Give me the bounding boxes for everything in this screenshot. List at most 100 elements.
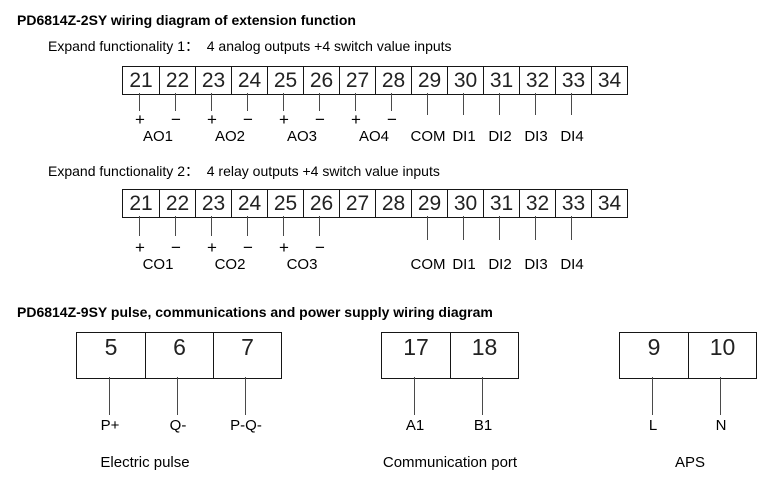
co1-label: CO1 bbox=[142, 256, 174, 273]
electric-pulse-caption: Electric pulse bbox=[100, 454, 190, 471]
connector-line bbox=[109, 377, 110, 415]
terminal-cell: 26 bbox=[303, 190, 339, 217]
connector-line bbox=[319, 216, 320, 236]
terminal-strip-relay: 21 22 23 24 25 26 27 28 29 30 31 32 33 3… bbox=[122, 189, 628, 218]
terminal-cell: 29 bbox=[411, 190, 447, 217]
title-extension-function: PD6814Z-2SY wiring diagram of extension … bbox=[17, 12, 356, 28]
connector-line bbox=[247, 93, 248, 111]
minus-mark: − bbox=[243, 110, 253, 129]
connector-line bbox=[499, 93, 500, 115]
connector-line bbox=[283, 93, 284, 111]
connector-line bbox=[482, 377, 483, 415]
co3-label: CO3 bbox=[286, 256, 318, 273]
plus-mark: + bbox=[279, 238, 289, 257]
ao2-label: AO2 bbox=[214, 128, 245, 145]
aps-caption: APS bbox=[674, 454, 705, 471]
connector-line bbox=[175, 216, 176, 236]
connector-line bbox=[499, 216, 500, 240]
terminal-cell: 32 bbox=[519, 67, 555, 94]
plus-mark: + bbox=[351, 110, 361, 129]
terminal-cell: 28 bbox=[375, 190, 411, 217]
terminal-cell: 21 bbox=[129, 68, 153, 92]
ao1-label: AO1 bbox=[142, 128, 173, 145]
connector-line bbox=[139, 216, 140, 236]
connector-line bbox=[463, 93, 464, 115]
di2-label: DI2 bbox=[488, 128, 512, 145]
terminal-cell: 25 bbox=[267, 67, 303, 94]
terminal-cell: 6 bbox=[145, 333, 213, 378]
di2-label: DI2 bbox=[488, 256, 512, 273]
di1-label: DI1 bbox=[452, 128, 476, 145]
plus-mark: + bbox=[135, 238, 145, 257]
terminal-cell: 5 bbox=[104, 334, 118, 360]
connector-line bbox=[427, 216, 428, 240]
terminal-block-electric-pulse: 5 6 7 bbox=[76, 332, 282, 379]
connector-line bbox=[463, 216, 464, 240]
terminal-cell: 34 bbox=[591, 190, 627, 217]
terminal-cell: 30 bbox=[447, 190, 483, 217]
co2-label: CO2 bbox=[214, 256, 246, 273]
terminal-cell: 25 bbox=[267, 190, 303, 217]
connector-line bbox=[245, 377, 246, 415]
ao4-label: AO4 bbox=[358, 128, 389, 145]
terminal-cell: 18 bbox=[450, 333, 518, 378]
terminal-cell: 32 bbox=[519, 190, 555, 217]
connector-line bbox=[391, 93, 392, 111]
a1-label: A1 bbox=[405, 417, 425, 434]
plus-mark: + bbox=[207, 110, 217, 129]
b1-label: B1 bbox=[473, 417, 493, 434]
connector-line bbox=[319, 93, 320, 111]
terminal-cell: 30 bbox=[447, 67, 483, 94]
terminal-block-aps: 9 10 bbox=[619, 332, 757, 379]
terminal-cell: 22 bbox=[159, 67, 195, 94]
terminal-cell: 27 bbox=[339, 67, 375, 94]
connector-line bbox=[139, 93, 140, 111]
connector-line bbox=[720, 377, 721, 415]
terminal-cell: 23 bbox=[195, 67, 231, 94]
terminal-cell: 23 bbox=[195, 190, 231, 217]
terminal-cell: 33 bbox=[555, 190, 591, 217]
di4-label: DI4 bbox=[560, 128, 584, 145]
terminal-block-communication: 17 18 bbox=[381, 332, 519, 379]
q-minus-label: Q- bbox=[169, 417, 187, 434]
di1-label: DI1 bbox=[452, 256, 476, 273]
connector-line bbox=[652, 377, 653, 415]
com-label: COM bbox=[410, 128, 446, 145]
subtitle-expand-functionality-1: Expand functionality 1： 4 analog outputs… bbox=[48, 38, 452, 54]
terminal-cell: 24 bbox=[231, 190, 267, 217]
minus-mark: − bbox=[315, 110, 325, 129]
terminal-cell: 7 bbox=[213, 333, 281, 378]
subtitle-expand-functionality-2: Expand functionality 2： 4 relay outputs … bbox=[48, 163, 440, 179]
di3-label: DI3 bbox=[524, 128, 548, 145]
minus-mark: − bbox=[171, 110, 181, 129]
terminal-cell: 29 bbox=[411, 67, 447, 94]
terminal-cell: 31 bbox=[483, 67, 519, 94]
connector-line bbox=[175, 93, 176, 111]
connector-line bbox=[247, 216, 248, 236]
plus-mark: + bbox=[207, 238, 217, 257]
connector-line bbox=[571, 93, 572, 115]
connector-line bbox=[535, 216, 536, 240]
connector-line bbox=[535, 93, 536, 115]
terminal-cell: 34 bbox=[591, 67, 627, 94]
connector-line bbox=[427, 93, 428, 115]
terminal-cell: 28 bbox=[375, 67, 411, 94]
di3-label: DI3 bbox=[524, 256, 548, 273]
connector-line bbox=[355, 93, 356, 111]
ao3-label: AO3 bbox=[286, 128, 317, 145]
terminal-cell: 26 bbox=[303, 67, 339, 94]
terminal-cell: 21 bbox=[129, 191, 153, 215]
p-q-label: P-Q- bbox=[230, 417, 262, 434]
terminal-cell: 22 bbox=[159, 190, 195, 217]
connector-line bbox=[414, 377, 415, 415]
minus-mark: − bbox=[315, 238, 325, 257]
connector-line bbox=[211, 216, 212, 236]
connector-line bbox=[571, 216, 572, 240]
minus-mark: − bbox=[171, 238, 181, 257]
connector-line bbox=[177, 377, 178, 415]
p-plus-label: P+ bbox=[100, 417, 120, 434]
terminal-cell: 24 bbox=[231, 67, 267, 94]
terminal-cell: 27 bbox=[339, 190, 375, 217]
connector-line bbox=[211, 93, 212, 111]
